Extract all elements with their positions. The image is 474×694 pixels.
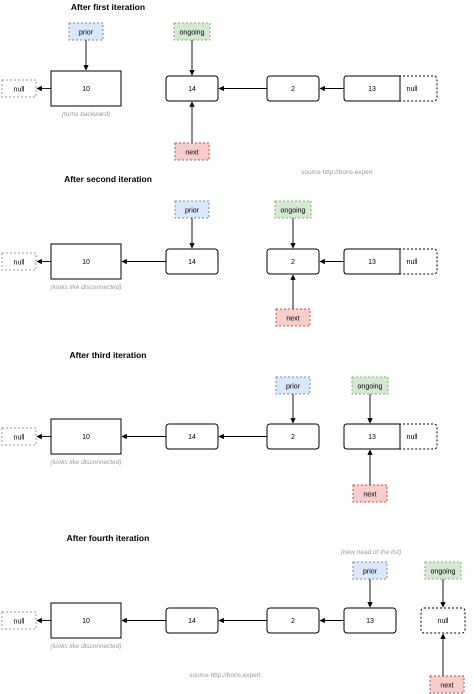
- section-title: After first iteration: [71, 2, 145, 12]
- node-2: 2: [266, 248, 320, 275]
- new-head-note: (new head of the list): [341, 549, 401, 556]
- svg-text:next: next: [286, 316, 299, 323]
- node-14: 14: [165, 607, 219, 634]
- node-2: 2: [266, 607, 320, 634]
- svg-text:null: null: [407, 259, 418, 266]
- node-13: 13 null: [343, 423, 438, 450]
- svg-text:2: 2: [291, 86, 295, 93]
- disconnected-note: (looks like disconnected): [50, 284, 121, 291]
- svg-text:13: 13: [368, 434, 376, 441]
- source-label: source http://boris.expert: [301, 169, 373, 176]
- svg-text:ongoing: ongoing: [180, 30, 205, 37]
- ongoing-label: ongoing: [173, 22, 211, 41]
- svg-text:14: 14: [188, 86, 196, 93]
- node-14: 14: [165, 423, 219, 450]
- svg-text:2: 2: [291, 259, 295, 266]
- svg-text:13: 13: [366, 618, 374, 625]
- next-label: next: [429, 675, 465, 694]
- svg-text:next: next: [440, 683, 453, 690]
- ongoing-label: ongoing: [424, 561, 462, 580]
- ongoing-label: ongoing: [274, 200, 312, 219]
- null-box-left: null: [1, 427, 37, 446]
- svg-text:10: 10: [82, 434, 90, 441]
- node-10: 10: [50, 70, 122, 107]
- section-second-iteration: After second iteration prior ongoing nul…: [1, 174, 438, 327]
- node-10: 10: [50, 243, 122, 280]
- svg-text:13: 13: [368, 259, 376, 266]
- source-label: source http://boris.expert: [189, 672, 261, 679]
- svg-text:null: null: [14, 260, 25, 267]
- node-13: 13 null: [343, 75, 438, 102]
- disconnected-note: (looks like disconnected): [50, 459, 121, 466]
- svg-text:ongoing: ongoing: [281, 208, 306, 215]
- svg-text:prior: prior: [286, 384, 301, 391]
- svg-text:prior: prior: [79, 30, 94, 37]
- node-10: 10: [50, 602, 122, 639]
- svg-text:2: 2: [291, 618, 295, 625]
- section-first-iteration: After first iteration prior ongoing null…: [1, 2, 438, 176]
- turns-backward-note: (turns backward): [62, 111, 110, 118]
- svg-text:null: null: [14, 619, 25, 626]
- svg-text:10: 10: [82, 259, 90, 266]
- section-title: After second iteration: [64, 174, 152, 184]
- svg-text:13: 13: [368, 86, 376, 93]
- node-13: 13 null: [343, 248, 438, 275]
- svg-text:14: 14: [188, 434, 196, 441]
- null-box-left: null: [1, 611, 37, 630]
- svg-text:14: 14: [188, 259, 196, 266]
- node-14: 14: [165, 75, 219, 102]
- svg-text:ongoing: ongoing: [431, 569, 456, 576]
- node-2: 2: [266, 423, 320, 450]
- svg-text:prior: prior: [185, 208, 200, 215]
- svg-text:null: null: [438, 618, 449, 625]
- svg-text:2: 2: [291, 434, 295, 441]
- prior-label: prior: [174, 200, 210, 219]
- next-label: next: [174, 142, 210, 161]
- section-fourth-iteration: After fourth iteration (new head of the …: [1, 533, 466, 694]
- null-node-right: null: [420, 607, 466, 634]
- svg-text:next: next: [185, 150, 198, 157]
- svg-text:null: null: [407, 86, 418, 93]
- prior-label: prior: [352, 561, 388, 580]
- svg-text:prior: prior: [363, 569, 378, 576]
- svg-text:10: 10: [82, 86, 90, 93]
- null-box-left: null: [1, 252, 37, 271]
- section-title: After third iteration: [70, 350, 147, 360]
- node-10: 10: [50, 418, 122, 455]
- node-13: 13: [343, 607, 397, 634]
- svg-text:10: 10: [82, 618, 90, 625]
- svg-text:ongoing: ongoing: [358, 384, 383, 391]
- section-title: After fourth iteration: [67, 533, 150, 543]
- ongoing-label: ongoing: [351, 376, 389, 395]
- prior-label: prior: [275, 376, 311, 395]
- next-label: next: [352, 484, 388, 503]
- svg-text:null: null: [14, 87, 25, 94]
- section-third-iteration: After third iteration prior ongoing null…: [1, 350, 438, 503]
- disconnected-note: (looks like disconnected): [50, 643, 121, 650]
- svg-text:14: 14: [188, 618, 196, 625]
- svg-text:null: null: [14, 435, 25, 442]
- next-label: next: [275, 308, 311, 327]
- svg-text:next: next: [363, 492, 376, 499]
- node-14: 14: [165, 248, 219, 275]
- prior-label: prior: [68, 22, 104, 41]
- node-2: 2: [266, 75, 320, 102]
- null-box-left: null: [1, 79, 37, 98]
- svg-text:null: null: [407, 434, 418, 441]
